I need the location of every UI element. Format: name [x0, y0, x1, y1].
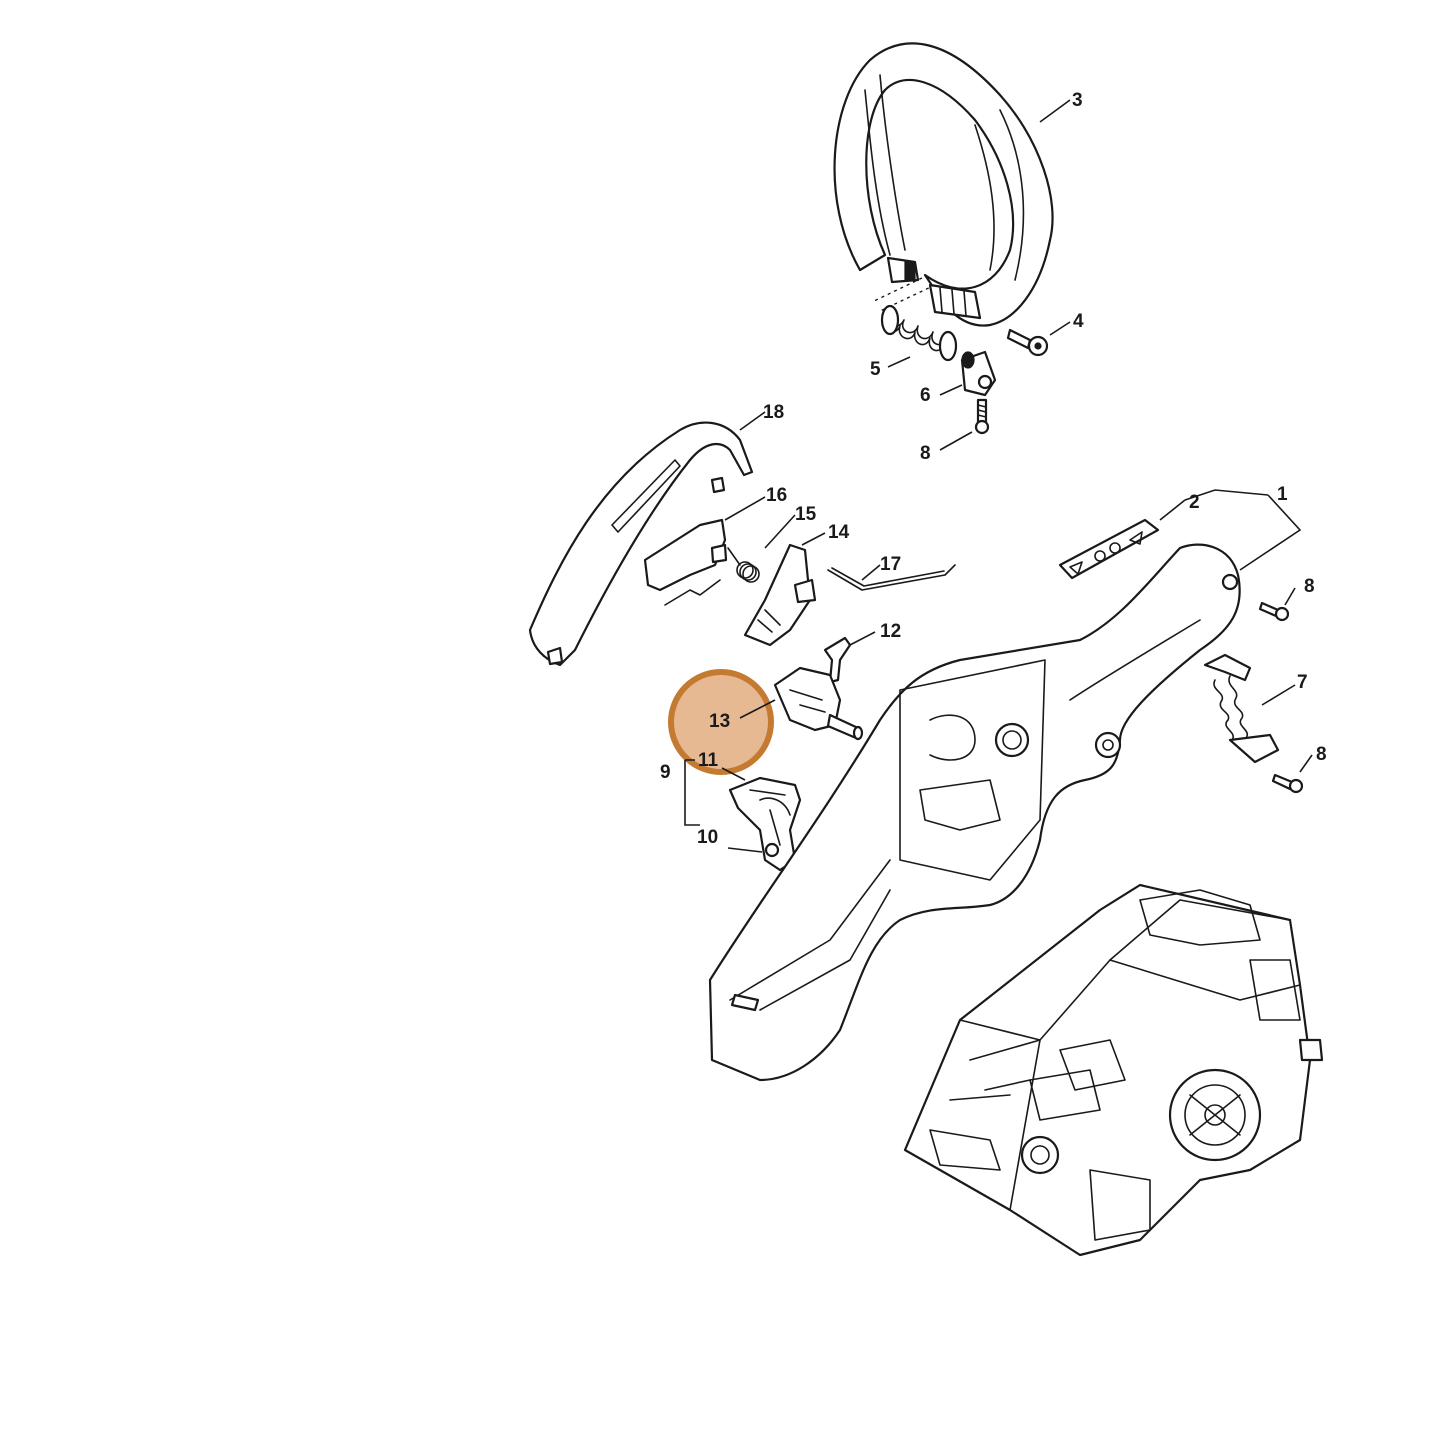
- switch-shaft-part-13[interactable]: [773, 666, 864, 741]
- torsion-spring-part-15[interactable]: [727, 547, 760, 583]
- callout-12: 12: [880, 621, 901, 642]
- callout-9: 9: [660, 762, 671, 783]
- callout-labels: 1 2 3 4 5 6 7 8 8 8 9 10 11 12 13 14 15 …: [660, 90, 1327, 848]
- callout-10: 10: [697, 827, 718, 848]
- screw-part-4[interactable]: [1006, 328, 1049, 357]
- trigger-part-14[interactable]: [743, 543, 817, 647]
- callout-14: 14: [828, 522, 850, 543]
- callout-8-right-lower: 8: [1316, 744, 1327, 765]
- callout-11: 11: [698, 750, 719, 771]
- screw-part-8-top[interactable]: [974, 398, 990, 435]
- lever-part-16[interactable]: [643, 518, 728, 606]
- callout-16: 16: [766, 485, 787, 506]
- highlight-circle: [668, 669, 774, 775]
- callout-4: 4: [1073, 311, 1084, 332]
- engine-block: [903, 883, 1324, 1257]
- callout-5: 5: [870, 359, 881, 380]
- clip-part-12[interactable]: [823, 636, 852, 684]
- callout-17: 17: [880, 554, 901, 575]
- handle-cover-part-18[interactable]: [528, 421, 754, 667]
- callout-13: 13: [709, 711, 730, 732]
- callout-6: 6: [920, 385, 931, 406]
- damper-part-7[interactable]: [1203, 653, 1280, 764]
- switch-assembly-part-9[interactable]: [728, 776, 802, 872]
- callout-2: 2: [1189, 492, 1200, 513]
- screw-part-8-right-upper[interactable]: [1258, 601, 1290, 622]
- callout-18: 18: [763, 402, 784, 423]
- callout-1: 1: [1277, 484, 1288, 505]
- rod-part-17[interactable]: [827, 564, 956, 591]
- callout-7: 7: [1297, 672, 1308, 693]
- spring-part-5[interactable]: [880, 304, 958, 362]
- bracket-part-6[interactable]: [960, 350, 997, 397]
- callout-8-right-upper: 8: [1304, 576, 1315, 597]
- screw-part-8-right-lower[interactable]: [1271, 773, 1304, 794]
- handlebar-part-3[interactable]: [833, 42, 1054, 327]
- callout-15: 15: [795, 504, 817, 525]
- callout-8-top: 8: [920, 443, 931, 464]
- label-part-2[interactable]: [1058, 518, 1160, 580]
- rear-handle-housing-part-1[interactable]: [708, 543, 1241, 1082]
- callout-3: 3: [1072, 90, 1083, 111]
- leader-lines: [684, 99, 1313, 853]
